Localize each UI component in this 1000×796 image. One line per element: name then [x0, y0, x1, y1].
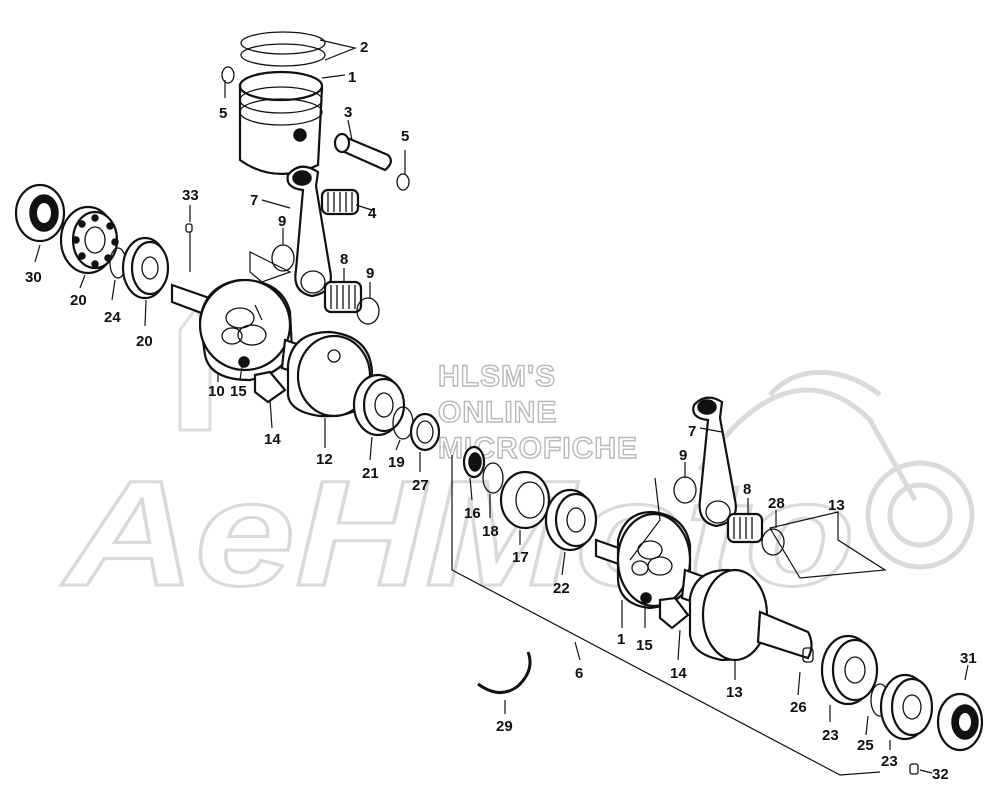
callout-2: 2 — [360, 39, 368, 56]
callout-22: 22 — [553, 580, 570, 597]
needle-bearing-big-a — [323, 280, 363, 314]
ball-bearing-23a — [820, 634, 879, 706]
callout-8: 8 — [743, 481, 751, 498]
flywheel-1 — [616, 510, 692, 610]
flywheel-13 — [688, 568, 769, 662]
callout-3: 3 — [344, 104, 352, 121]
callout-14: 14 — [264, 431, 281, 448]
piston-rings — [240, 31, 326, 67]
collar-26 — [802, 647, 814, 663]
callout-19: 19 — [388, 454, 405, 471]
callout-18: 18 — [482, 523, 499, 540]
callout-5: 5 — [219, 105, 227, 122]
connecting-rod-lower — [692, 396, 737, 528]
connecting-rod-upper — [286, 165, 332, 298]
ring-18 — [482, 462, 504, 494]
callout-27: 27 — [412, 477, 429, 494]
callout-32: 32 — [932, 766, 949, 783]
ball-bearing-20b — [121, 236, 170, 300]
callout-15: 15 — [230, 383, 247, 400]
callout-20: 20 — [136, 333, 153, 350]
ball-bearing-20a — [59, 205, 119, 275]
seal-17 — [499, 470, 551, 530]
callout-31: 31 — [960, 650, 977, 667]
callout-24: 24 — [104, 309, 121, 326]
callout-21: 21 — [362, 465, 379, 482]
watermark: AeHMoto HLSM'S ONLINE MICROFICHE — [59, 307, 975, 619]
callout-10: 10 — [208, 383, 225, 400]
callout-7: 7 — [250, 192, 258, 209]
oil-seal-left — [14, 183, 66, 243]
flywheel-12 — [286, 330, 374, 418]
callout-17: 17 — [512, 549, 529, 566]
callout-25: 25 — [857, 737, 874, 754]
callout-16: 16 — [464, 505, 481, 522]
needle-bearing-big-b — [726, 512, 764, 544]
clip-right — [396, 173, 410, 191]
thrust-washer-b — [356, 297, 380, 325]
thrust-washer-a — [271, 244, 295, 272]
watermark-line-2: ONLINE — [438, 396, 557, 429]
ball-bearing-21 — [352, 373, 406, 437]
oil-seal-16 — [462, 445, 486, 479]
web-plate-14a — [253, 370, 287, 404]
needle-bearing-27 — [409, 412, 441, 452]
callout-6: 6 — [575, 665, 583, 682]
clip-left — [221, 66, 235, 84]
callout-9: 9 — [366, 265, 374, 282]
callout-4: 4 — [368, 205, 377, 222]
callout-29: 29 — [496, 718, 513, 735]
callout-14: 14 — [670, 665, 687, 682]
callout-9: 9 — [278, 213, 286, 230]
callout-33: 33 — [182, 187, 199, 204]
callout-20: 20 — [70, 292, 87, 309]
callout-15: 15 — [636, 637, 653, 654]
callout-23: 23 — [822, 727, 839, 744]
callout-1: 1 — [348, 69, 356, 86]
ball-bearing-23b — [879, 673, 934, 741]
thrust-washer-28 — [761, 528, 785, 556]
callout-5: 5 — [401, 128, 409, 145]
callout-28: 28 — [768, 495, 785, 512]
callout-26: 26 — [790, 699, 807, 716]
callout-13: 13 — [726, 684, 743, 701]
callout-13: 13 — [828, 497, 845, 514]
crankshaft-right-end — [756, 610, 813, 660]
callout-8: 8 — [340, 251, 348, 268]
callout-30: 30 — [25, 269, 42, 286]
watermark-line-1: HLSM'S — [438, 360, 556, 393]
flywheel-10 — [198, 278, 294, 382]
motorcycle-watermark-icon — [697, 370, 975, 570]
piston — [238, 70, 324, 175]
oil-seal-31 — [936, 692, 984, 752]
callout-7: 7 — [688, 423, 696, 440]
callout-9: 9 — [679, 447, 687, 464]
key-32 — [909, 763, 919, 775]
callout-23: 23 — [881, 753, 898, 770]
callouts: 2 1 5 3 5 4 7 9 8 9 33 30 20 24 20 10 15… — [25, 39, 977, 783]
callout-1: 1 — [617, 631, 625, 648]
web-plate-14b — [658, 596, 690, 630]
leader-lines — [34, 39, 969, 776]
piston-pin — [333, 132, 392, 172]
circlip-29 — [477, 651, 532, 694]
callout-12: 12 — [316, 451, 333, 468]
ball-bearing-22 — [544, 488, 598, 552]
key-33 — [185, 223, 193, 233]
needle-bearing-small — [320, 188, 360, 216]
